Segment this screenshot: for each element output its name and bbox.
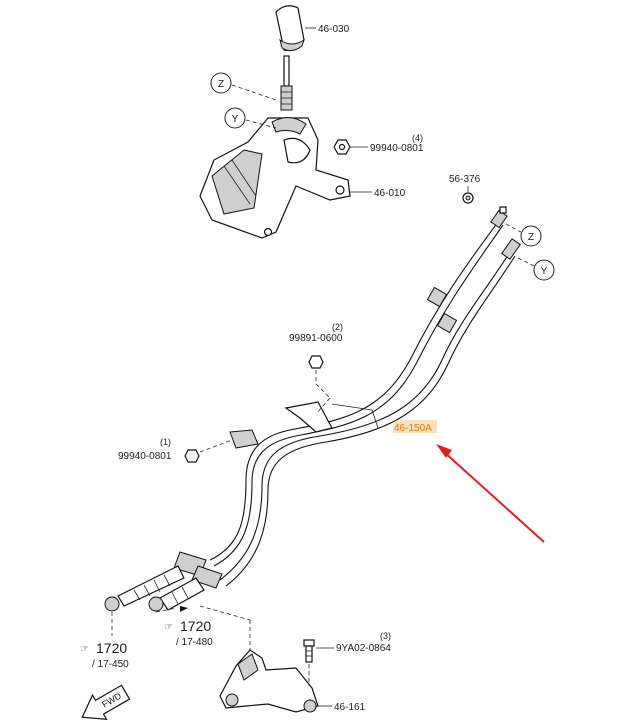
callout-nut-top[interactable]: 99940-0801 [370, 143, 424, 154]
reference-left-number: 1720 [96, 640, 127, 656]
clip[interactable] [462, 186, 474, 204]
callout-cable-assembly[interactable]: 46-150A [394, 423, 432, 434]
cable-callout-highlight [393, 420, 437, 433]
view-marker-y-top-label: Y [232, 114, 239, 125]
callout-clip[interactable]: 56-376 [449, 174, 481, 185]
bolt-mid[interactable] [308, 355, 331, 415]
view-marker-z-top-label: Z [218, 79, 224, 90]
view-marker-y-right-label: Y [541, 266, 548, 277]
shift-knob[interactable] [275, 5, 305, 52]
leader-cable-2 [371, 409, 379, 429]
shift-lever-housing[interactable] [199, 117, 351, 239]
view-marker-z-right: Z [505, 223, 542, 247]
leader-cable [331, 403, 373, 411]
cable-end-right[interactable] [148, 565, 223, 612]
mounting-bracket[interactable] [199, 605, 319, 713]
view-marker-z-top: Z [210, 72, 277, 101]
callout-knob[interactable]: 46-030 [318, 24, 350, 35]
reference-left-page: / 17-450 [92, 659, 129, 670]
ref-arrowhead [180, 606, 188, 612]
callout-bolt-mid[interactable]: 99891-0600 [289, 333, 343, 344]
callout-bolt-bracket-qty: (3) [380, 631, 391, 641]
hand-pointer-icon: ☞ [80, 644, 89, 655]
shift-lever-rod [280, 55, 293, 111]
ref-leader-right [155, 607, 177, 613]
callout-bolt-mid-qty: (2) [332, 322, 343, 332]
reference-right[interactable]: ☞ 1720 / 17-480 [164, 618, 213, 648]
reference-right-number: 1720 [180, 618, 211, 634]
callout-bolt-bracket[interactable]: 9YA02-0864 [336, 643, 391, 654]
bolt-bracket[interactable] [303, 639, 315, 686]
fwd-arrow-icon: FWD [81, 684, 131, 721]
view-marker-z-right-label: Z [528, 232, 534, 243]
red-pointer-arrow [436, 444, 545, 543]
callout-bracket[interactable]: 46-161 [334, 702, 366, 713]
callout-nut-left-qty: (1) [160, 437, 171, 447]
shift-cable-assembly[interactable] [104, 206, 521, 612]
nut-left[interactable] [184, 439, 233, 463]
callout-lever-assembly[interactable]: 46-010 [374, 188, 406, 199]
view-marker-y-top: Y [224, 107, 277, 129]
reference-left[interactable]: ☞ 1720 / 17-450 [80, 640, 129, 670]
callout-nut-top-qty: (4) [412, 133, 423, 143]
nut-top[interactable] [333, 139, 351, 155]
view-marker-y-right: Y [517, 257, 555, 281]
hand-pointer-icon: ☞ [164, 622, 173, 633]
reference-right-page: / 17-480 [176, 637, 213, 648]
callout-nut-left[interactable]: 99940-0801 [118, 451, 172, 462]
